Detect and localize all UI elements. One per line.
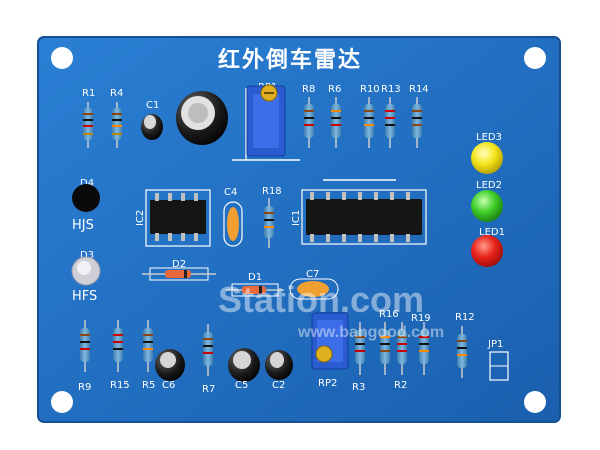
- capacitor-large: [176, 91, 228, 145]
- resistor-r9: [80, 320, 90, 372]
- label-rp2: RP2: [318, 378, 337, 389]
- resistor-r18: [264, 198, 274, 248]
- mount-hole-top-left: [51, 47, 73, 69]
- ir-receiver-hjs: [72, 184, 100, 212]
- label-r16: R16: [379, 309, 399, 320]
- label-c5: C5: [235, 380, 248, 391]
- label-r9: R9: [78, 382, 91, 393]
- label-ic1: IC1: [291, 210, 302, 226]
- label-r4: R4: [110, 88, 123, 99]
- label-r18: R18: [262, 186, 282, 197]
- chip-ic1: [301, 189, 427, 245]
- label-c6: C6: [162, 380, 175, 391]
- resistor-r15: [113, 320, 123, 372]
- diode-d1: [226, 283, 284, 297]
- trimmer-rp1: [232, 84, 300, 161]
- label-r10: R10: [360, 84, 380, 95]
- label-hjs: HJS: [72, 218, 94, 233]
- capacitor-c6: [155, 349, 185, 381]
- ir-emitter-hfs: [71, 256, 101, 286]
- capacitor-c7: [289, 278, 339, 300]
- label-r7: R7: [202, 384, 215, 395]
- label-r6: R6: [328, 84, 341, 95]
- label-r3: R3: [352, 382, 365, 393]
- resistor-r7: [203, 324, 213, 376]
- capacitor-c2: [265, 350, 293, 380]
- label-r13: R13: [381, 84, 401, 95]
- pcb-board: [37, 36, 561, 423]
- trimmer-rp2: [311, 312, 349, 370]
- board-title: 红外倒车雷达: [218, 47, 362, 73]
- resistor-r19: [419, 322, 429, 375]
- led1-red: [471, 235, 503, 267]
- resistor-r13: [385, 97, 395, 148]
- mount-hole-top-right: [524, 47, 546, 69]
- resistor-r16: [380, 322, 390, 375]
- chip-ic2: [145, 189, 211, 247]
- diode-d2: [142, 267, 216, 281]
- label-r12: R12: [455, 312, 475, 323]
- resistor-r8: [304, 97, 314, 148]
- label-d4: D4: [80, 178, 94, 189]
- label-d1: D1: [248, 272, 262, 283]
- label-c4: C4: [224, 187, 237, 198]
- label-r19: R19: [411, 313, 431, 324]
- label-r15: R15: [110, 380, 130, 391]
- resistor-r14: [412, 97, 422, 148]
- resistor-r1: [83, 102, 93, 148]
- label-r8: R8: [302, 84, 315, 95]
- capacitor-c4: [223, 201, 243, 247]
- label-jp1: JP1: [487, 339, 503, 350]
- label-c2: C2: [272, 380, 285, 391]
- label-ic2: IC2: [135, 210, 146, 226]
- label-r2: R2: [394, 380, 407, 391]
- label-led1: LED1: [479, 227, 505, 238]
- resistor-r12: [457, 326, 467, 378]
- label-r1: R1: [82, 88, 95, 99]
- label-led2: LED2: [476, 180, 502, 191]
- resistor-r5: [143, 320, 153, 372]
- resistor-r10: [364, 97, 374, 148]
- mount-hole-bottom-right: [524, 391, 546, 413]
- capacitor-c5: [228, 348, 260, 382]
- label-led3: LED3: [476, 132, 502, 143]
- watermark-main: Station.com: [218, 279, 424, 320]
- resistor-r2: [397, 322, 407, 375]
- led3-yellow: [471, 142, 503, 174]
- label-c1: C1: [146, 100, 159, 111]
- label-r14: R14: [409, 84, 429, 95]
- jumper-jp1: [489, 351, 509, 381]
- resistor-r3: [355, 322, 365, 375]
- label-hfs: HFS: [72, 289, 97, 304]
- label-r5: R5: [142, 380, 155, 391]
- capacitor-c1: [141, 114, 163, 140]
- led2-green: [471, 190, 503, 222]
- resistor-r6: [331, 97, 341, 148]
- label-d3: D3: [80, 250, 94, 261]
- label-d2: D2: [172, 259, 186, 270]
- resistor-r4: [112, 102, 122, 148]
- label-c7: C7: [306, 269, 319, 280]
- watermark-sub: www.bangood.com: [297, 324, 444, 341]
- mount-hole-bottom-left: [51, 391, 73, 413]
